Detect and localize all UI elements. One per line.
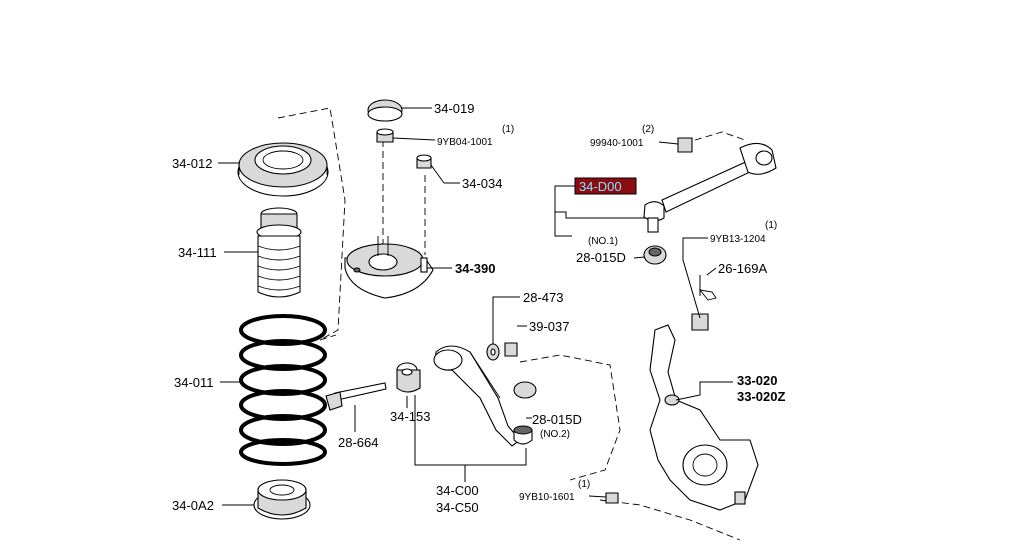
label-34-0a2: 34-0A2 bbox=[172, 498, 214, 513]
washer-28-473-part bbox=[486, 343, 500, 361]
spring-seat-part bbox=[237, 142, 329, 197]
upper-arm-dash bbox=[694, 131, 746, 141]
label-99940-1001: 99940-1001 bbox=[590, 138, 644, 149]
nut-9yb13-part bbox=[691, 313, 709, 331]
leader-lines bbox=[218, 107, 733, 506]
qty-9yb13: (1) bbox=[765, 220, 777, 231]
label-9yb13-1204: 9YB13-1204 bbox=[710, 234, 766, 245]
label-34-011: 34-011 bbox=[174, 375, 214, 390]
label-34-019: 34-019 bbox=[434, 101, 474, 116]
label-28-015d-upper: 28-015D bbox=[576, 250, 626, 265]
highlight-box-34-d00 bbox=[574, 177, 637, 195]
bolt-99940-part bbox=[677, 137, 693, 153]
upper-arm-part bbox=[643, 142, 777, 233]
bracket-26-169a-part bbox=[698, 289, 717, 301]
label-34-c50: 34-C50 bbox=[436, 500, 479, 515]
dust-cap-part bbox=[367, 99, 403, 122]
label-34-d00: 34-D00 bbox=[579, 179, 622, 194]
label-34-034: 34-034 bbox=[462, 176, 502, 191]
strut-assembly-outline bbox=[277, 107, 346, 341]
label-34-111: 34-111 bbox=[178, 245, 217, 260]
qty-99940: (2) bbox=[642, 124, 654, 135]
coil-spring-part bbox=[239, 314, 327, 466]
nut-34-034-part bbox=[416, 154, 432, 169]
nut-9yb10-part bbox=[605, 492, 619, 504]
bump-stop-part bbox=[256, 207, 302, 298]
label-34-c00: 34-C00 bbox=[436, 483, 479, 498]
qty-9yb04: (1) bbox=[502, 124, 514, 135]
label-26-169a: 26-169A bbox=[718, 261, 767, 276]
qty-9yb10: (1) bbox=[578, 479, 590, 490]
label-33-020: 33-020 bbox=[737, 373, 777, 388]
label-9yb04-1001: 9YB04-1001 bbox=[437, 137, 493, 148]
label-33-020z: 33-020Z bbox=[737, 389, 785, 404]
label-28-473: 28-473 bbox=[523, 290, 563, 305]
strut-mount-part bbox=[344, 236, 434, 299]
knuckle-dash bbox=[599, 499, 741, 541]
label-34-390: 34-390 bbox=[455, 261, 495, 276]
lower-arm-outline bbox=[519, 354, 621, 481]
label-34-012: 34-012 bbox=[172, 156, 212, 171]
upper-ball-joint-part bbox=[643, 245, 667, 265]
label-34-153: 34-153 bbox=[390, 409, 430, 424]
bushing-34-153-part bbox=[396, 362, 421, 393]
label-no1: (NO.1) bbox=[588, 236, 618, 247]
label-39-037: 39-037 bbox=[529, 319, 569, 334]
nut-9yb04-part bbox=[376, 128, 394, 143]
bolt-28-664-part bbox=[325, 382, 387, 411]
label-28-015d-lower: 28-015D bbox=[532, 412, 582, 427]
label-28-664: 28-664 bbox=[338, 435, 378, 450]
lower-spring-seat-part bbox=[253, 479, 311, 520]
lower-ball-joint-part bbox=[513, 381, 537, 445]
label-no2: (NO.2) bbox=[540, 429, 570, 440]
steering-knuckle-part bbox=[649, 324, 759, 511]
nut-39-037-part bbox=[504, 342, 518, 357]
lower-arm-part bbox=[433, 345, 521, 447]
label-9yb10-1601: 9YB10-1601 bbox=[519, 492, 575, 503]
